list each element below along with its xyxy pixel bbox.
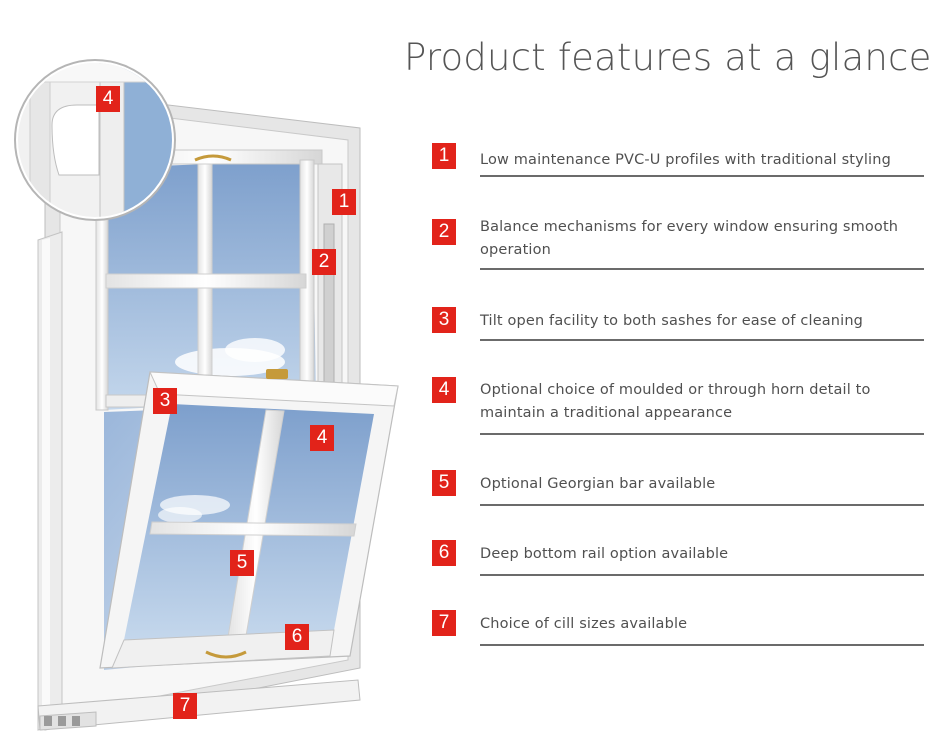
feature-text: Optional Georgian bar available <box>480 476 716 492</box>
feature-text: Optional choice of moulded or through ho… <box>480 382 871 421</box>
feature-item-7: 7 Choice of cill sizes available <box>432 610 924 650</box>
feature-number-badge: 2 <box>432 219 456 245</box>
feature-divider <box>480 268 924 270</box>
feature-item-5: 5 Optional Georgian bar available <box>432 470 924 510</box>
sash-window-image <box>14 59 399 731</box>
feature-item-2: 2 Balance mechanisms for every window en… <box>432 219 924 279</box>
feature-number-badge: 5 <box>432 470 456 496</box>
callout-1: 1 <box>332 189 356 215</box>
feature-item-1: 1 Low maintenance PVC-U profiles with tr… <box>432 143 924 183</box>
feature-text: Deep bottom rail option available <box>480 546 729 562</box>
feature-item-3: 3 Tilt open facility to both sashes for … <box>432 307 924 347</box>
callout-6: 6 <box>285 624 309 650</box>
feature-divider <box>480 339 924 341</box>
feature-text: Choice of cill sizes available <box>480 616 688 632</box>
feature-divider <box>480 644 924 646</box>
callout-4-detail: 4 <box>96 86 120 112</box>
callout-4: 4 <box>310 425 334 451</box>
feature-divider <box>480 433 924 435</box>
feature-item-4: 4 Optional choice of moulded or through … <box>432 377 924 437</box>
feature-number-badge: 3 <box>432 307 456 333</box>
callout-3: 3 <box>153 388 177 414</box>
feature-item-6: 6 Deep bottom rail option available <box>432 540 924 580</box>
callout-2: 2 <box>312 249 336 275</box>
feature-number-badge: 6 <box>432 540 456 566</box>
feature-number-badge: 4 <box>432 377 456 403</box>
feature-text: Tilt open facility to both sashes for ea… <box>480 313 864 329</box>
feature-divider <box>480 504 924 506</box>
page-title: Product features at a glance <box>404 36 932 79</box>
feature-number-badge: 1 <box>432 143 456 169</box>
feature-divider <box>480 574 924 576</box>
feature-text: Balance mechanisms for every window ensu… <box>480 219 899 258</box>
feature-text: Low maintenance PVC-U profiles with trad… <box>480 152 891 168</box>
callout-7: 7 <box>173 693 197 719</box>
callout-5: 5 <box>230 550 254 576</box>
feature-number-badge: 7 <box>432 610 456 636</box>
feature-divider <box>480 175 924 177</box>
window-illustration: 4 1 2 3 4 5 6 7 <box>0 0 420 740</box>
